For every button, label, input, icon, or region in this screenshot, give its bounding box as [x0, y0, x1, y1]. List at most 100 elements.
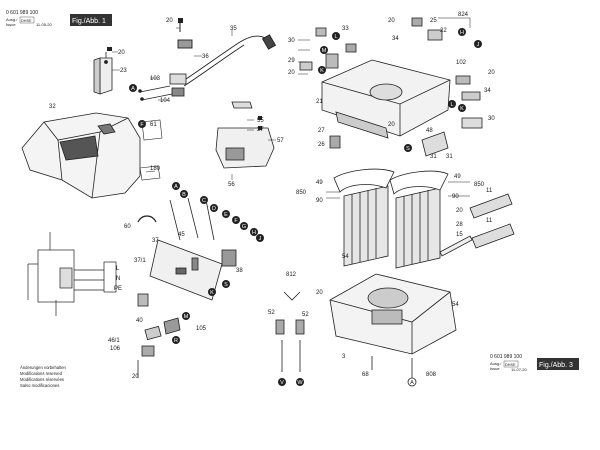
- part-label: 26: [318, 142, 325, 148]
- marker-letter: H: [460, 30, 464, 36]
- part-label: 22: [440, 28, 447, 34]
- part-label: 20: [288, 70, 295, 76]
- part-label: 61: [150, 122, 157, 128]
- marker-letter: F: [234, 218, 238, 224]
- part-label: 28: [456, 222, 463, 228]
- part-label: 90: [316, 198, 323, 204]
- part-label: N: [116, 276, 120, 282]
- part-label: 20: [488, 70, 495, 76]
- part-label: 45: [178, 232, 185, 238]
- screws-left: [107, 18, 262, 130]
- marker-letter: S: [224, 282, 228, 288]
- marker-letter: J: [477, 42, 480, 48]
- part-label: 20: [456, 208, 463, 214]
- part-label: 31: [446, 154, 453, 160]
- part-label: 20: [132, 374, 139, 380]
- marker-circle: [278, 378, 286, 386]
- part-label: 20: [388, 18, 395, 24]
- hardware-top-right: [299, 17, 483, 157]
- marker-letter: H: [252, 230, 256, 236]
- marker-letter: M: [322, 48, 327, 54]
- part-label: 52: [268, 310, 275, 316]
- marker-circle: [256, 234, 264, 242]
- footer-note-de: Änderungen vorbehalten: [20, 365, 67, 370]
- part-label: 49: [316, 180, 323, 186]
- part-label: 103: [150, 76, 161, 82]
- part-label: 20: [316, 290, 323, 296]
- circle-markers: A F A B C D E F G H J K S M R L M K: [129, 28, 482, 387]
- footer-note-fr: Modifications réservées: [20, 377, 64, 382]
- marker-letter: R: [174, 338, 178, 344]
- part-label: 104: [160, 98, 171, 104]
- part-label: PE: [114, 286, 122, 292]
- part-label: 29: [288, 58, 295, 64]
- marker-circle: [458, 104, 466, 112]
- marker-circle: [458, 28, 466, 36]
- part-label: 808: [426, 372, 437, 378]
- circuit-schematic: [27, 232, 117, 316]
- marker-circle: [208, 288, 216, 296]
- footer-note-es: Salvo modificaciones: [20, 383, 59, 388]
- marker-circle: [129, 84, 137, 92]
- marker-letter: V: [280, 380, 284, 386]
- part-label: 33: [342, 26, 349, 32]
- marker-letter: K: [460, 106, 464, 112]
- part-label: 32: [49, 104, 56, 110]
- svg-text:Issue: Issue: [490, 366, 500, 371]
- tube-15: [439, 235, 473, 257]
- marker-circle: [404, 144, 412, 152]
- issue-code-right: DHSE: [505, 363, 516, 367]
- leader-lines: [112, 17, 471, 199]
- fig-label-right: Fig./Abb. 3: [539, 362, 573, 369]
- part-label: 54: [452, 302, 459, 308]
- fig-label-box-left: [70, 14, 112, 26]
- marker-letter: G: [242, 224, 246, 230]
- filter-left: [333, 168, 395, 267]
- marker-letter: W: [297, 380, 303, 386]
- marker-circle: [332, 32, 340, 40]
- part-label: 37/1: [134, 258, 146, 264]
- part-label: 36: [202, 54, 209, 60]
- marker-circle: [318, 66, 326, 74]
- header-left: 0 601 989 100 Ausg./ Issue DHSE 11-05-20…: [6, 10, 112, 27]
- marker-circle: [222, 210, 230, 218]
- marker-letter: K: [210, 290, 214, 296]
- marker-circle: [296, 378, 304, 386]
- marker-circle: [320, 46, 328, 54]
- marker-circle: [222, 280, 230, 288]
- part-label: 90: [452, 194, 459, 200]
- part-label: 38: [236, 268, 243, 274]
- marker-letter: M: [184, 314, 189, 320]
- marker-circle: [407, 377, 417, 387]
- part-label: 15: [456, 232, 463, 238]
- footer-notes: Änderungen vorbehalten Modifications res…: [20, 365, 67, 388]
- marker-letter: C: [202, 198, 206, 204]
- part-label: 30: [288, 38, 295, 44]
- part-label: 37: [152, 238, 159, 244]
- part-label: 31: [430, 154, 437, 160]
- svg-text:Issue: Issue: [6, 22, 16, 27]
- part-label: 850: [296, 190, 307, 196]
- part-label: L: [116, 266, 120, 272]
- marker-letter: A: [131, 86, 135, 92]
- marker-circle: [448, 100, 456, 108]
- issue-label-left: Ausg./: [6, 17, 18, 22]
- part-label: 180: [150, 166, 161, 172]
- marker-letter: J: [259, 236, 262, 242]
- housing-32: [21, 112, 141, 199]
- part-label: 25: [430, 18, 437, 24]
- filter-right: [389, 170, 449, 269]
- part-label: 824: [458, 12, 469, 18]
- marker-letter: D: [212, 206, 216, 212]
- marker-letter: L: [334, 34, 337, 40]
- svg-text:Ausg./: Ausg./: [490, 361, 502, 366]
- part-label: 68: [362, 372, 369, 378]
- doc-number-right: 0 601 989 100: [490, 354, 522, 360]
- part-label: 55: [257, 118, 264, 124]
- marker-letter: A: [410, 380, 414, 386]
- part-label: 102: [456, 60, 467, 66]
- part-label: 60: [124, 224, 131, 230]
- marker-circle: [138, 120, 146, 128]
